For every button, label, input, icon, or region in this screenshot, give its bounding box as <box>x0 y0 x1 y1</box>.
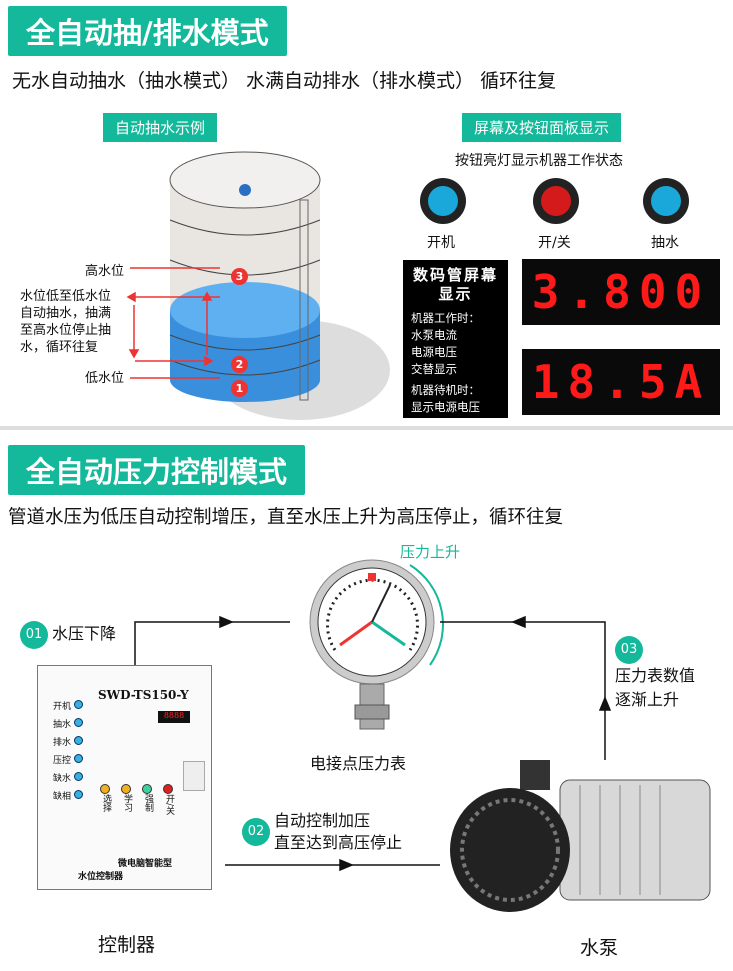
section1-title: 全自动抽/排水模式 <box>8 6 287 56</box>
controller-model: SWD-TS150-Y <box>98 688 189 702</box>
low-level-label: 低水位 <box>85 371 125 386</box>
on-off-ctrl-button[interactable]: 开/关 <box>163 784 176 818</box>
step-text: 逐渐上升 <box>615 690 680 709</box>
controller-brand: 水位控制器 <box>78 872 124 882</box>
tank-note: 水位低至低水位 自动抽水，抽满 至高水位停止抽 水，循环往复 <box>20 288 111 356</box>
led-display-top: 3.800 <box>522 259 720 325</box>
pump-label: 水泵 <box>580 937 619 959</box>
example-label: 自动抽水示例 <box>103 113 218 142</box>
light-row: 压控 <box>53 752 83 770</box>
high-level-label: 高水位 <box>85 264 125 279</box>
step-number: 02 <box>242 818 270 846</box>
step-number: 03 <box>615 636 643 664</box>
display-info-box: 数码管屏幕显示 机器工作时： 水泵电流 电源电压 交替显示 机器待机时： 显示电… <box>403 260 508 418</box>
display-line: 电源电压 <box>411 345 457 359</box>
marker-2: 2 <box>231 356 248 373</box>
force-button[interactable]: 强制 <box>142 784 155 818</box>
panel-desc: 按钮亮灯显示机器工作状态 <box>455 153 623 169</box>
pump-button[interactable] <box>643 178 689 224</box>
select-button[interactable]: 选择 <box>100 784 113 818</box>
light-row: 开机 <box>53 698 83 716</box>
display-line: 显示电源电压 <box>411 400 480 414</box>
controller-brand: 微电脑智能型 <box>118 859 173 869</box>
gauge-label: 电接点压力表 <box>310 754 407 773</box>
step-03: 03 压力表数值逐渐上升 <box>615 636 695 712</box>
controller-latch <box>183 761 205 791</box>
light-row: 缺水 <box>53 770 83 788</box>
controller-label: 控制器 <box>98 934 156 956</box>
learn-button[interactable]: 学习 <box>121 784 134 818</box>
on-off-label: 开/关 <box>538 235 571 251</box>
pump-label: 抽水 <box>651 235 679 251</box>
water-pump <box>450 760 711 912</box>
step-text: 自动控制加压 <box>274 811 371 830</box>
marker-1: 1 <box>231 380 248 397</box>
power-label: 开机 <box>427 235 455 251</box>
flow-arrows <box>134 615 612 872</box>
note-line: 至高水位停止抽 <box>20 323 112 338</box>
level-arrows <box>126 267 220 379</box>
display-line: 交替显示 <box>411 362 457 376</box>
controller-led: 8888 <box>158 711 190 723</box>
led-display-bottom: 18.5A <box>522 349 720 415</box>
section2-title: 全自动压力控制模式 <box>8 445 306 495</box>
marker-3: 3 <box>231 268 248 285</box>
display-box-title: 数码管屏幕显示 <box>412 266 498 303</box>
step-text: 直至达到高压停止 <box>274 833 403 852</box>
display-line: 水泵电流 <box>411 328 457 342</box>
section1-desc: 无水自动抽水（抽水模式） 水满自动排水（排水模式） 循环往复 <box>12 70 557 92</box>
display-line: 机器待机时： <box>411 383 480 397</box>
pressure-up-label: 压力上升 <box>400 543 461 561</box>
section2-desc: 管道水压为低压自动控制增压，直至水压上升为高压停止，循环往复 <box>8 507 564 528</box>
note-line: 自动抽水，抽满 <box>20 306 112 321</box>
power-button[interactable] <box>420 178 466 224</box>
pressure-gauge <box>309 559 444 730</box>
panel-label: 屏幕及按钮面板显示 <box>462 113 622 142</box>
note-line: 水位低至低水位 <box>20 289 112 304</box>
display-line: 机器工作时： <box>411 311 480 325</box>
light-row: 抽水 <box>53 716 83 734</box>
step-text: 压力表数值 <box>615 666 696 685</box>
light-row: 排水 <box>53 734 83 752</box>
step-text: 水压下降 <box>52 624 117 643</box>
light-row: 缺相 <box>53 788 83 806</box>
controller-lights: 开机 抽水 排水 压控 缺水 缺相 <box>53 698 83 806</box>
controller-buttons: 选择 学习 强制 开/关 <box>100 784 176 818</box>
on-off-button[interactable] <box>533 178 579 224</box>
note-line: 水，循环往复 <box>20 340 99 355</box>
step-number: 01 <box>20 620 48 649</box>
controller-box: SWD-TS150-Y 8888 开机 抽水 排水 压控 缺水 缺相 选择 学习… <box>37 665 212 890</box>
section-divider <box>0 426 733 430</box>
